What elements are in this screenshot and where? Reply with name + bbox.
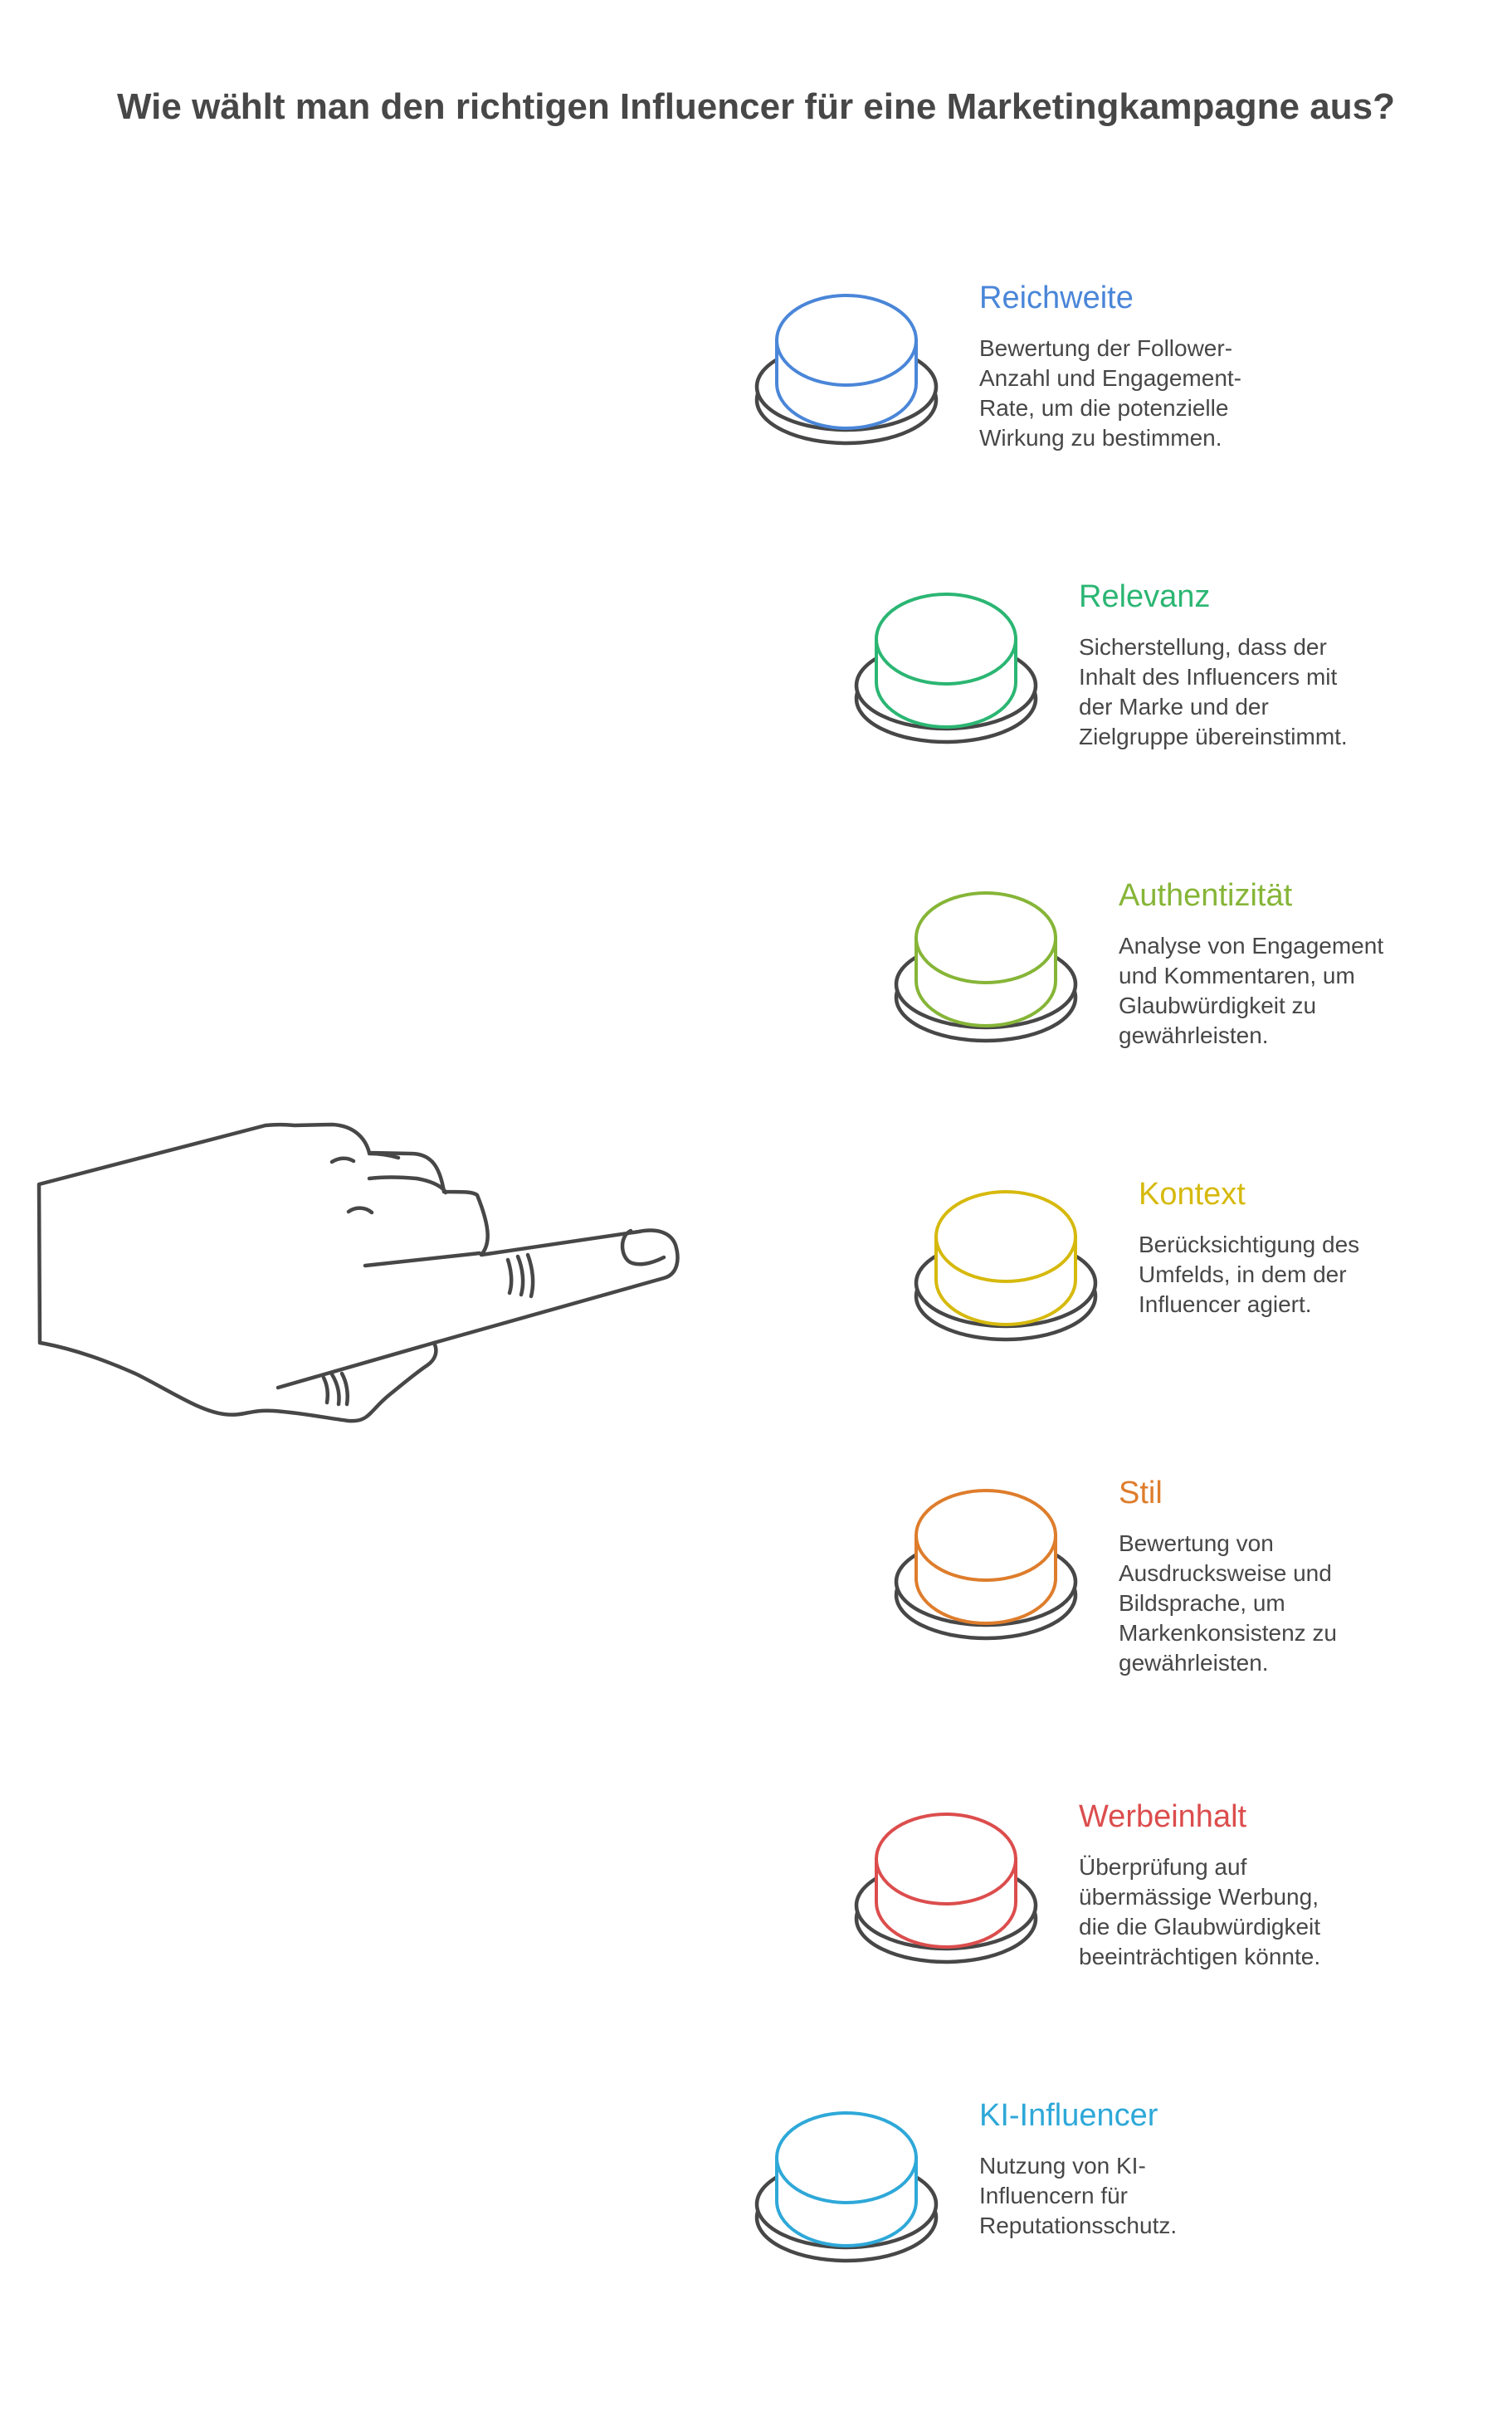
description-line: Markenkonsistenz zu bbox=[1119, 1620, 1338, 1646]
description-line: Überprüfung auf bbox=[1079, 1854, 1247, 1880]
button-top bbox=[915, 1489, 1057, 1582]
button-top bbox=[934, 1190, 1077, 1283]
button-top bbox=[875, 1813, 1017, 1905]
description-line: gewährleisten. bbox=[1119, 1650, 1269, 1676]
description-line: und Kommentaren, um bbox=[1119, 963, 1355, 988]
item-title: Relevanz bbox=[1079, 579, 1211, 614]
item-title: Reichweite bbox=[979, 281, 1134, 315]
item-2-button-icon bbox=[854, 593, 1038, 744]
description-line: Bildsprache, um bbox=[1119, 1590, 1285, 1616]
button-top bbox=[775, 2111, 918, 2204]
item-6-button-icon bbox=[854, 1813, 1038, 1964]
description-line: Influencern für bbox=[979, 2183, 1128, 2208]
button-top bbox=[915, 891, 1057, 984]
item-title: KI-Influencer bbox=[979, 2098, 1158, 2133]
description-line: übermässige Werbung, bbox=[1079, 1884, 1319, 1910]
item-1-button-icon bbox=[754, 294, 939, 446]
buttons-group bbox=[754, 294, 1098, 2263]
description-line: Nutzung von KI- bbox=[979, 2153, 1146, 2179]
description-line: Bewertung der Follower- bbox=[979, 335, 1233, 361]
page-title: Wie wählt man den richtigen Influencer f… bbox=[117, 86, 1395, 127]
description-line: Glaubwürdigkeit zu bbox=[1119, 993, 1317, 1018]
item-3-button-icon bbox=[894, 891, 1078, 1043]
description-line: Influencer agiert. bbox=[1139, 1291, 1312, 1317]
description-line: Rate, um die potenzielle bbox=[979, 395, 1229, 421]
item-5-button-icon bbox=[894, 1489, 1078, 1641]
item-title: Werbeinhalt bbox=[1079, 1799, 1247, 1834]
description-line: die die Glaubwürdigkeit bbox=[1079, 1914, 1321, 1940]
pointing-hand-icon bbox=[37, 1122, 680, 1423]
description-line: Ausdrucksweise und bbox=[1119, 1560, 1332, 1586]
item-7-button-icon bbox=[754, 2111, 939, 2263]
item-4-button-icon bbox=[914, 1190, 1098, 1342]
description-line: Umfelds, in dem der bbox=[1139, 1261, 1347, 1287]
button-top bbox=[875, 593, 1017, 686]
description-line: Reputationsschutz. bbox=[979, 2213, 1178, 2238]
description-line: der Marke und der bbox=[1079, 694, 1269, 720]
item-title: Kontext bbox=[1139, 1177, 1246, 1212]
description-line: Analyse von Engagement bbox=[1119, 933, 1384, 959]
item-description: Analyse von Engagement und Kommentaren, u… bbox=[1119, 931, 1383, 1051]
description-line: Inhalt des Influencers mit bbox=[1079, 664, 1338, 690]
description-line: Anzahl und Engagement- bbox=[979, 365, 1241, 391]
item-title: Authentizität bbox=[1119, 878, 1293, 913]
description-line: Sicherstellung, dass der bbox=[1079, 634, 1327, 660]
description-line: Zielgruppe übereinstimmt. bbox=[1079, 724, 1348, 749]
description-line: Bewertung von bbox=[1119, 1530, 1274, 1556]
description-line: gewährleisten. bbox=[1119, 1022, 1269, 1048]
item-description: Bewertung der Follower- Anzahl und Engage… bbox=[979, 334, 1241, 453]
item-title: Stil bbox=[1119, 1476, 1163, 1510]
description-line: beeinträchtigen könnte. bbox=[1079, 1944, 1321, 1969]
button-top bbox=[775, 294, 918, 387]
item-description: Überprüfung auf übermässige Werbung, die d… bbox=[1079, 1852, 1320, 1972]
description-line: Berücksichtigung des bbox=[1139, 1232, 1360, 1257]
description-line: Wirkung zu bestimmen. bbox=[979, 425, 1222, 451]
